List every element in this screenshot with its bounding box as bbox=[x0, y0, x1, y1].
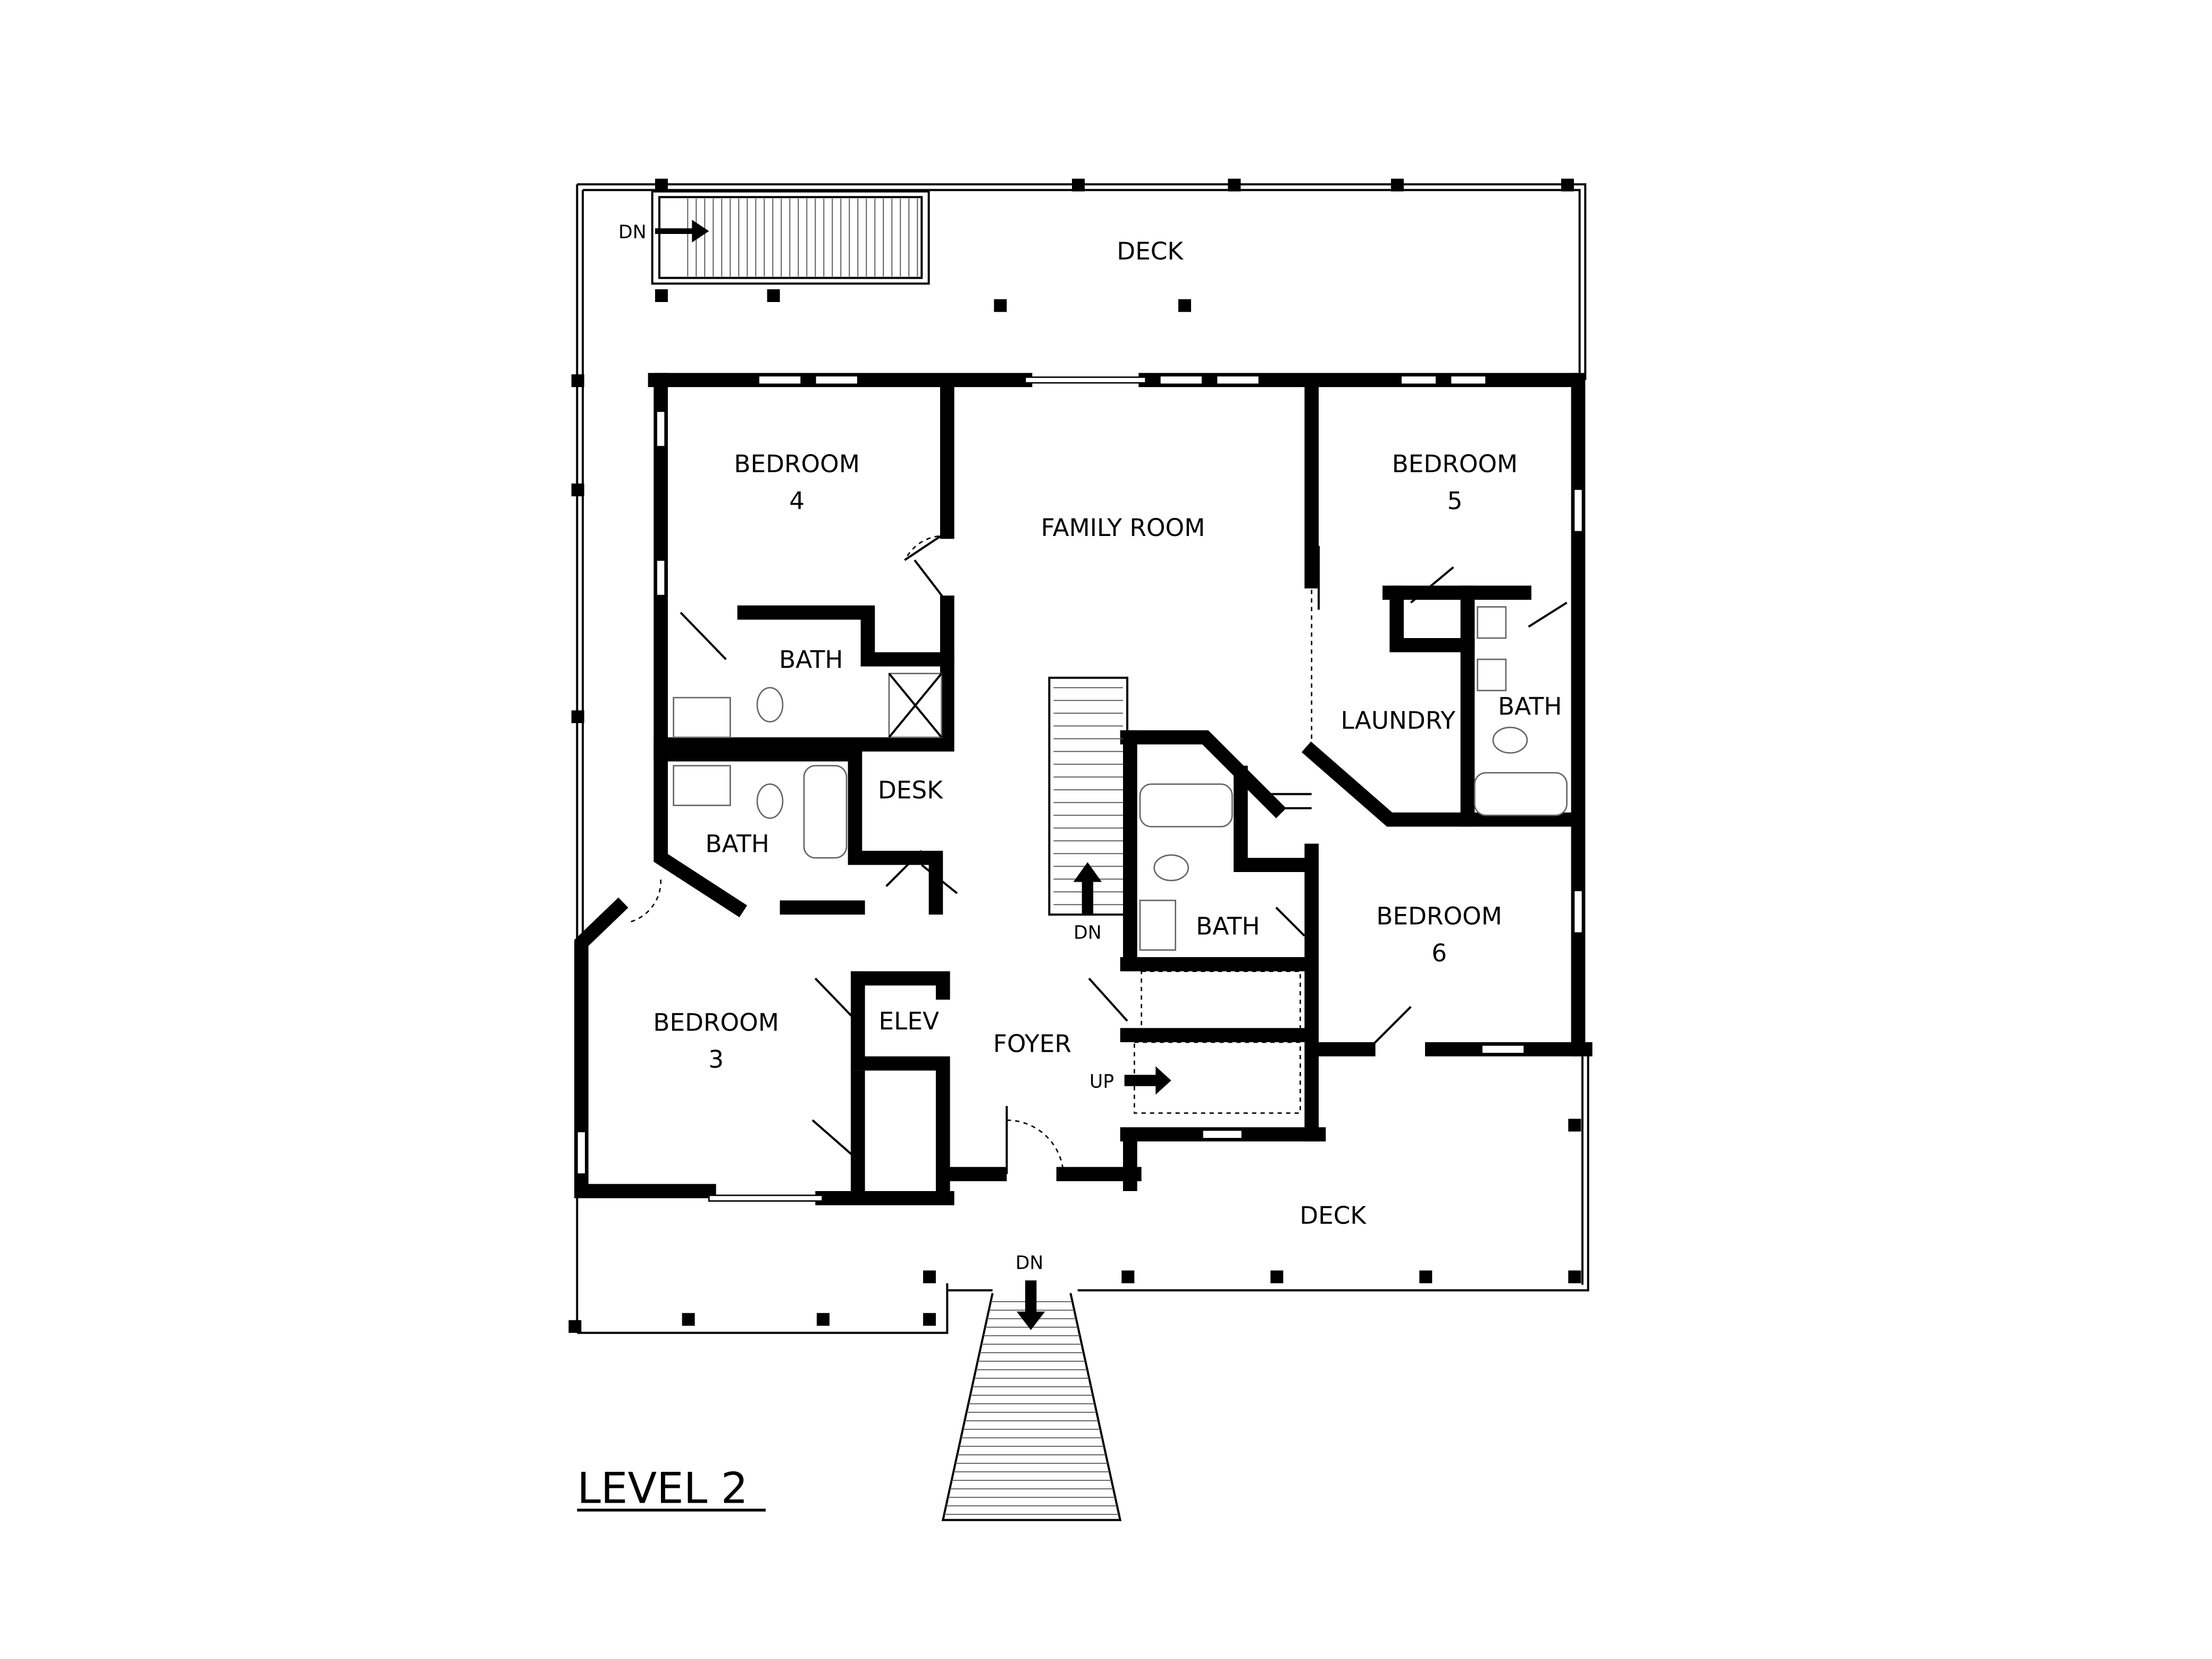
bath-center-label: BATH bbox=[1196, 912, 1260, 940]
rear-stairs-dn-label: DN bbox=[618, 222, 647, 243]
deck-post bbox=[1568, 1119, 1581, 1132]
interior-up-label: UP bbox=[1090, 1071, 1114, 1092]
bedroom6-number: 6 bbox=[1431, 939, 1447, 967]
deck-post bbox=[1072, 179, 1085, 191]
deck-post bbox=[655, 179, 668, 191]
walls bbox=[574, 373, 1593, 1205]
laundry-label: LAUNDRY bbox=[1341, 707, 1456, 735]
deck-post bbox=[571, 483, 584, 497]
level-title: LEVEL 2 bbox=[577, 1464, 748, 1513]
deck-post bbox=[1178, 299, 1191, 312]
bedroom5-label: BEDROOM bbox=[1392, 450, 1518, 478]
bedroom4-label: BEDROOM bbox=[734, 450, 860, 478]
deck-post bbox=[1561, 179, 1574, 191]
bedroom3-label: BEDROOM bbox=[653, 1009, 779, 1037]
deck-rear-label: DECK bbox=[1117, 237, 1184, 265]
windows bbox=[576, 375, 1583, 1202]
family-room-label: FAMILY ROOM bbox=[1041, 514, 1205, 542]
stair-arrows bbox=[655, 220, 1171, 1330]
rear-stairs bbox=[651, 190, 930, 285]
deck-post bbox=[571, 374, 584, 387]
front-stairs-dn-label: DN bbox=[1016, 1253, 1044, 1274]
bedroom4-number: 4 bbox=[789, 487, 805, 515]
bath-b4-label: BATH bbox=[779, 646, 843, 674]
deck-post bbox=[1391, 179, 1404, 191]
deck-post bbox=[817, 1313, 830, 1326]
front-stairs bbox=[941, 1293, 1122, 1521]
arrow-right-icon bbox=[655, 220, 709, 242]
bath-left-label: BATH bbox=[705, 830, 769, 858]
deck-post bbox=[655, 289, 668, 302]
desk-label: DESK bbox=[878, 776, 943, 804]
bedroom5-number: 5 bbox=[1447, 487, 1463, 515]
deck-post bbox=[571, 710, 584, 723]
foyer-label: FOYER bbox=[993, 1030, 1071, 1058]
deck-post bbox=[1270, 1270, 1284, 1284]
arrow-right-icon bbox=[1124, 1066, 1171, 1095]
interior-dn-label: DN bbox=[1074, 922, 1102, 943]
deck-post bbox=[923, 1313, 936, 1326]
room-labels: DECK DN FAMILY ROOM BEDROOM 4 BEDROOM 5 … bbox=[618, 222, 1562, 1274]
deck-post bbox=[682, 1313, 695, 1326]
deck-post bbox=[1568, 1270, 1581, 1284]
front-deck bbox=[577, 1049, 1589, 1334]
deck-post bbox=[568, 1320, 582, 1333]
deck-post bbox=[1121, 1270, 1135, 1284]
arrow-up-icon bbox=[1073, 862, 1102, 915]
deck-posts bbox=[568, 179, 1581, 1333]
deck-front-label: DECK bbox=[1300, 1201, 1367, 1229]
doors bbox=[631, 531, 1568, 1175]
arrow-down-icon bbox=[1017, 1280, 1045, 1330]
deck-post bbox=[994, 299, 1007, 312]
fixtures bbox=[673, 606, 1568, 951]
deck-post bbox=[1228, 179, 1241, 191]
bedroom3-number: 3 bbox=[708, 1045, 724, 1074]
deck-post bbox=[767, 289, 780, 302]
elev-label: ELEV bbox=[879, 1007, 940, 1035]
deck-post bbox=[923, 1270, 936, 1284]
bedroom6-label: BEDROOM bbox=[1376, 902, 1502, 931]
bath-right-label: BATH bbox=[1498, 692, 1562, 720]
deck-post bbox=[1419, 1270, 1432, 1284]
